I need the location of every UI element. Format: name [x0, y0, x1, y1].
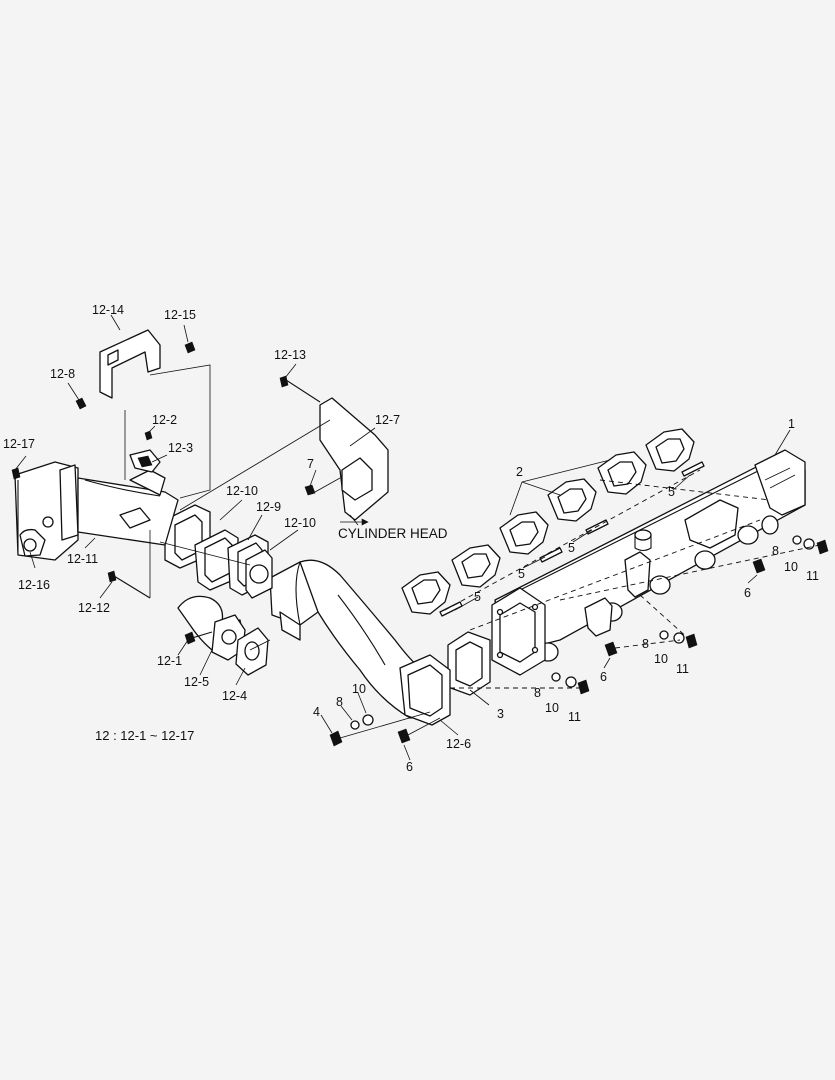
annotations: CYLINDER HEAD 12 : 12-1 ~ 12-17	[95, 518, 448, 743]
pipe-gasket	[235, 627, 269, 676]
callout-12-12: 12-12	[78, 601, 110, 615]
callout-12-3: 12-3	[168, 441, 193, 455]
callout-12-9: 12-9	[256, 500, 281, 514]
callout-12-2: 12-2	[152, 413, 177, 427]
callout-11c: 11	[568, 710, 581, 724]
callout-12-17: 12-17	[3, 437, 35, 451]
callout-12-4: 12-4	[222, 689, 247, 703]
callout-10c: 10	[545, 701, 559, 715]
callout-3: 3	[497, 707, 504, 721]
callout-6c: 6	[406, 760, 413, 774]
leader-lines	[14, 314, 791, 761]
callout-4: 4	[313, 705, 320, 719]
callout-8d: 8	[336, 695, 343, 709]
egr-valve-assembly	[14, 461, 179, 561]
bracket-12-7	[319, 397, 389, 521]
callout-12-10a: 12-10	[226, 484, 258, 498]
callout-12-15: 12-15	[164, 308, 196, 322]
callout-5c: 5	[518, 567, 525, 581]
callout-2: 2	[516, 465, 523, 479]
group-note: 12 : 12-1 ~ 12-17	[95, 728, 194, 743]
callout-5a: 5	[668, 485, 675, 499]
callout-5b: 5	[568, 541, 575, 555]
manifold-outlet-gasket	[447, 631, 491, 696]
callout-11a: 11	[806, 569, 819, 583]
callout-5d: 5	[474, 590, 481, 604]
callout-7: 7	[307, 457, 314, 471]
callout-12-16: 12-16	[18, 578, 50, 592]
assembly-lines	[124, 364, 821, 739]
callout-10b: 10	[654, 652, 668, 666]
fasteners	[11, 341, 829, 747]
callout-12-7: 12-7	[375, 413, 400, 427]
callout-12-8: 12-8	[50, 367, 75, 381]
callout-11b: 11	[676, 662, 689, 676]
callout-12-13: 12-13	[274, 348, 306, 362]
port-gaskets	[401, 428, 695, 615]
callout-8c: 8	[534, 686, 541, 700]
cylinder-head-label: CYLINDER HEAD	[338, 526, 448, 541]
bracket-12-14	[99, 329, 161, 399]
callout-6a: 6	[744, 586, 751, 600]
flange-stack	[164, 504, 273, 599]
callout-12-14: 12-14	[92, 303, 124, 317]
callout-12-10b: 12-10	[284, 516, 316, 530]
callout-12-1: 12-1	[157, 654, 182, 668]
sensor	[129, 449, 161, 473]
callout-10d: 10	[352, 682, 366, 696]
callout-10a: 10	[784, 560, 798, 574]
callout-8a: 8	[772, 544, 779, 558]
callout-labels: 1 2 3 4 5 5 5 5 6 6 6 7 8 8 8 8 10 10 10…	[3, 303, 819, 774]
callout-12-11: 12-11	[67, 552, 98, 566]
exhaust-elbow-pipe	[269, 559, 451, 726]
callout-12-6: 12-6	[446, 737, 471, 751]
callout-8b: 8	[642, 637, 649, 651]
callout-1: 1	[788, 417, 795, 431]
callout-12-5: 12-5	[184, 675, 209, 689]
callout-6b: 6	[600, 670, 607, 684]
exhaust-manifold	[491, 449, 806, 676]
